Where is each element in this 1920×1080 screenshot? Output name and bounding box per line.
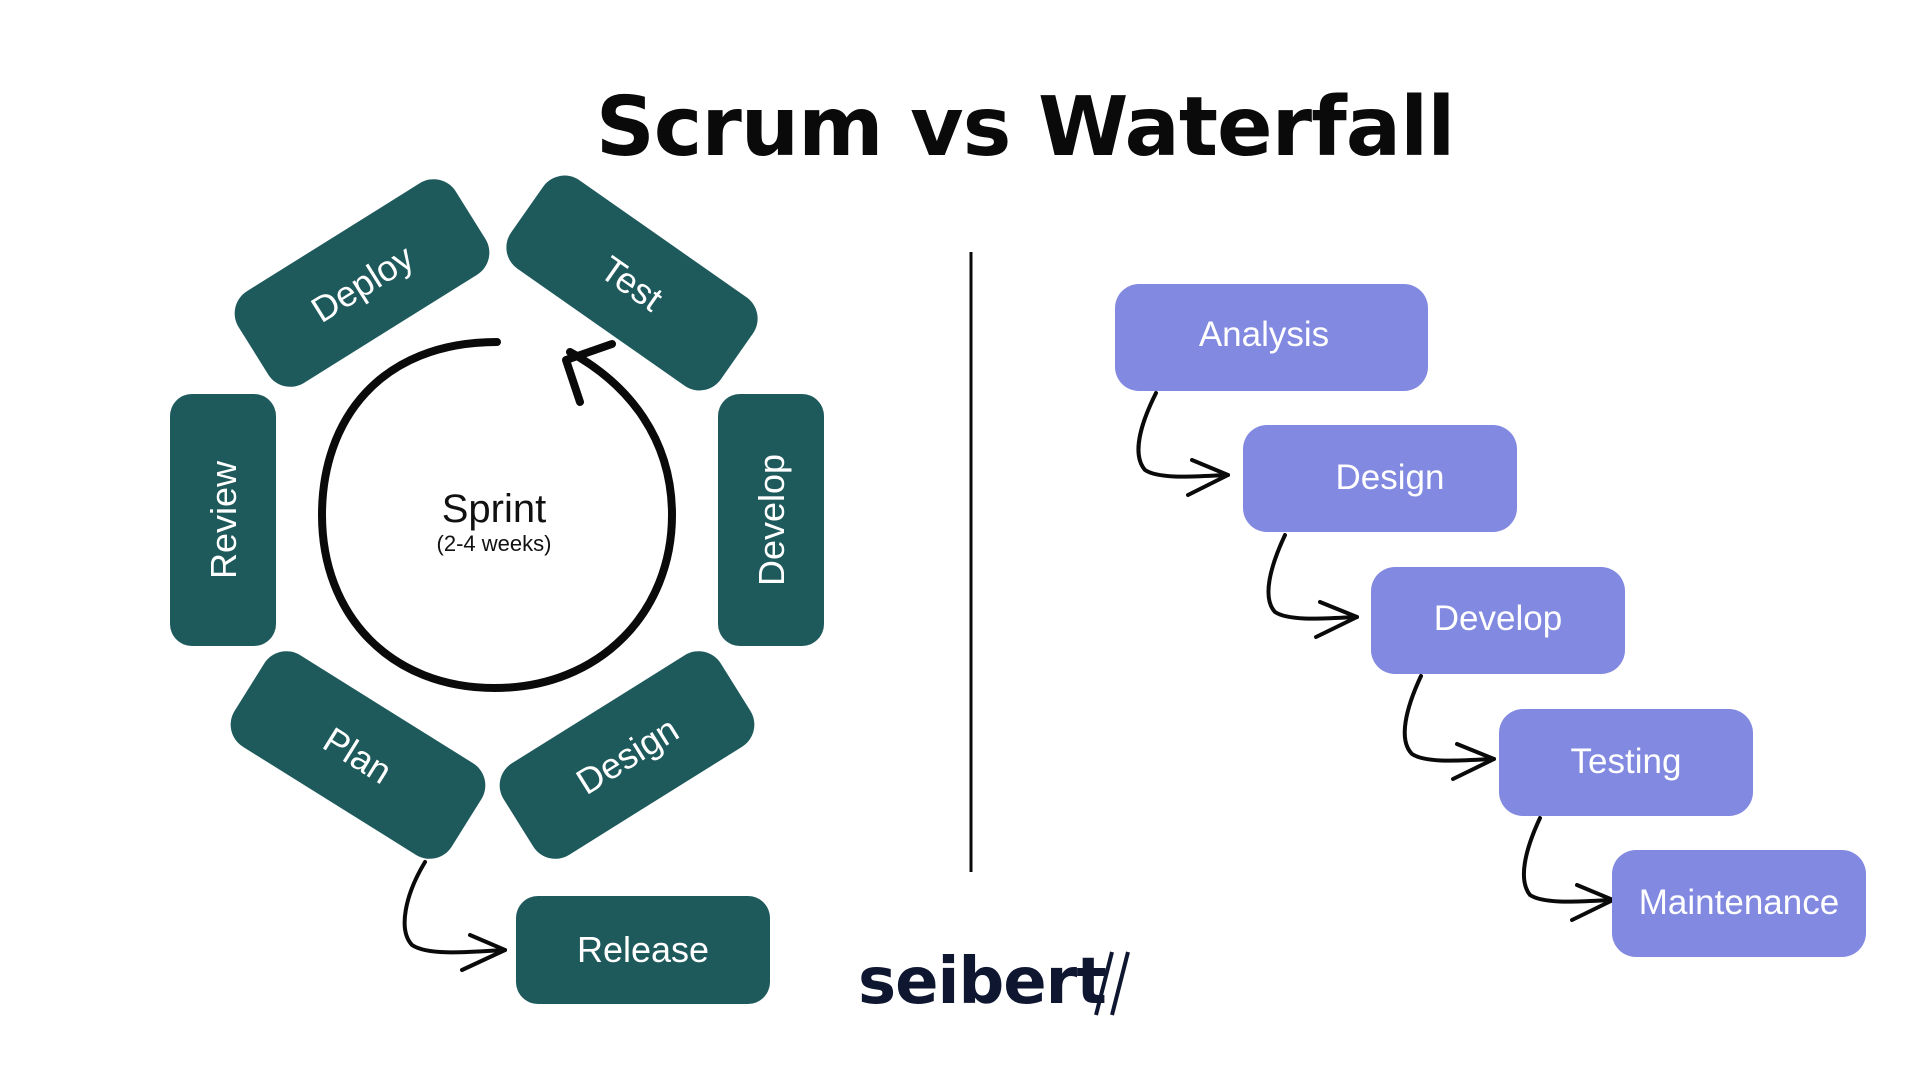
waterfall-step-maintenance: Maintenance [1612,850,1866,957]
waterfall-diagram: Analysis Design Develop Testing [1115,284,1866,957]
waterfall-arrow-1-icon [1136,391,1230,497]
scrum-diagram: Deploy Test Review Develop Plan Design [170,175,824,1004]
waterfall-arrow-4-icon [1522,816,1615,922]
scrum-step-review: Review [170,394,276,646]
logo-wordmark: seibert [858,945,1106,1019]
waterfall-step-analysis: Analysis [1115,284,1428,391]
waterfall-step-label: Maintenance [1639,883,1839,922]
waterfall-step-label: Design [1336,458,1445,497]
sprint-duration: (2-4 weeks) [437,531,552,556]
scrum-step-label: Develop [751,454,792,586]
waterfall-step-design: Design [1243,425,1517,532]
waterfall-step-testing: Testing [1499,709,1753,816]
waterfall-step-develop: Develop [1371,567,1625,674]
scrum-step-label: Release [577,929,709,970]
scrum-step-test: Test [506,175,758,391]
scrum-step-plan: Plan [230,651,486,859]
page-title: Scrum vs Waterfall [596,80,1455,175]
scrum-step-release: Release [516,896,770,1004]
scrum-step-develop: Develop [718,394,824,646]
waterfall-arrow-3-icon [1402,674,1496,781]
logo-slash-mark-icon [1094,951,1130,1016]
sprint-label: Sprint [442,487,547,531]
scrum-step-deploy: Deploy [234,179,490,387]
waterfall-step-label: Testing [1571,742,1682,781]
scrum-step-design: Design [499,651,755,859]
plan-to-release-arrow-icon [402,860,507,972]
seibert-logo: seibert [858,945,1130,1019]
scrum-step-label: Review [203,460,244,579]
sprint-cycle-arrow-icon [317,338,677,693]
waterfall-arrow-2-icon [1266,533,1359,639]
waterfall-step-label: Analysis [1199,315,1329,354]
waterfall-step-label: Develop [1434,599,1562,638]
